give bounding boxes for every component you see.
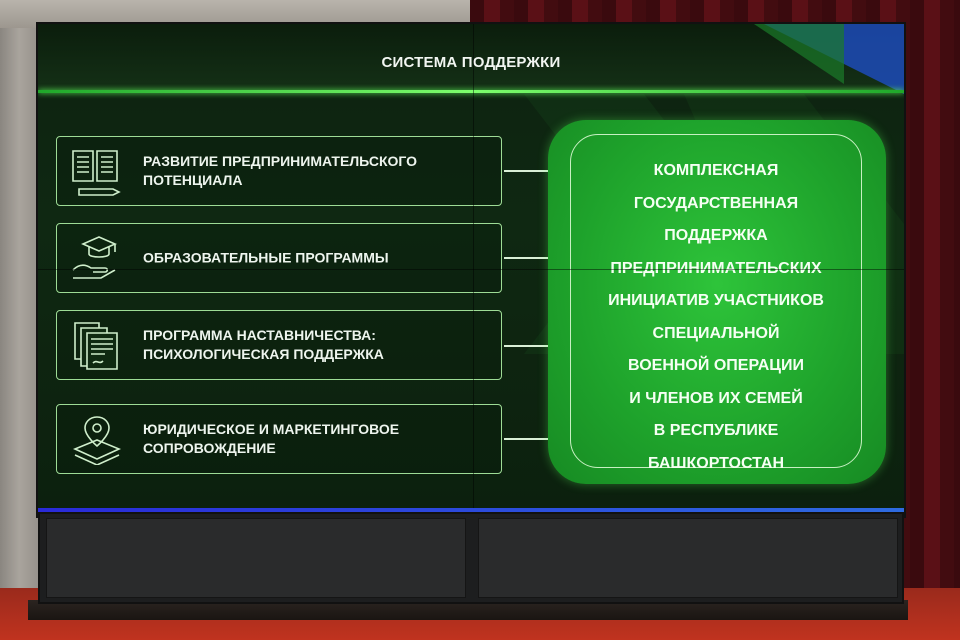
summary-line: СПЕЦИАЛЬНОЙ — [652, 324, 780, 342]
summary-line: ГОСУДАРСТВЕННАЯ — [633, 194, 799, 212]
summary-panel-border: КОМПЛЕКСНАЯ ГОСУДАРСТВЕННАЯ ПОДДЕРЖКА ПР… — [570, 134, 862, 472]
screen-stand — [28, 600, 908, 620]
video-wall-screen: СИСТЕМА ПОДДЕРЖКИ РАЗВИТИЕ ПРЕДПРИНИМАТЕ… — [38, 24, 904, 516]
summary-line: КОМПЛЕКСНАЯ — [653, 162, 779, 179]
book-pencil-icon — [72, 150, 121, 196]
summary-line: ИНИЦИАТИВ УЧАСТНИКОВ — [608, 292, 824, 309]
cabinet-panel-left — [46, 518, 466, 598]
list-item-mentorship: ПРОГРАММА НАСТАВНИЧЕСТВА: ПСИХОЛОГИЧЕСКА… — [56, 310, 502, 380]
slide-title: СИСТЕМА ПОДДЕРЖКИ — [381, 54, 561, 71]
summary-line: И ЧЛЕНОВ ИХ СЕМЕЙ — [629, 389, 803, 407]
item-label: ПРОГРАММА НАСТАВНИЧЕСТВА: ПСИХОЛОГИЧЕСКА… — [143, 326, 493, 364]
item-label: ЮРИДИЧЕСКОЕ И МАРКЕТИНГОВОЕ СОПРОВОЖДЕНИ… — [143, 420, 493, 458]
screen-blue-strip — [38, 508, 904, 512]
summary-line: БАШКОРТОСТАН — [647, 454, 785, 472]
item-label-line: ПРОГРАММА НАСТАВНИЧЕСТВА: — [143, 327, 376, 343]
screen-base-cabinet — [38, 512, 904, 604]
summary-line: В РЕСПУБЛИКЕ — [653, 422, 779, 439]
item-label-line: ОБРАЗОВАТЕЛЬНЫЕ ПРОГРАММЫ — [143, 249, 389, 266]
map-pin-icon — [72, 416, 122, 465]
documents-icon — [74, 322, 118, 370]
screen-seam-horizontal — [38, 269, 904, 270]
summary-line: ПОДДЕРЖКА — [664, 227, 768, 244]
summary-line: ПРЕДПРИНИМАТЕЛЬСКИХ — [610, 259, 822, 277]
item-label-line: ЮРИДИЧЕСКОЕ И МАРКЕТИНГОВОЕ — [143, 421, 400, 437]
header-glow-line — [38, 90, 904, 93]
screen-seam-vertical — [473, 24, 474, 516]
summary-line: ВОЕННОЙ ОПЕРАЦИИ — [628, 357, 804, 374]
item-label: ОБРАЗОВАТЕЛЬНЫЕ ПРОГРАММЫ — [143, 249, 493, 268]
item-label: РАЗВИТИЕ ПРЕДПРИНИМАТЕЛЬСКОГО ПОТЕНЦИАЛА — [143, 152, 493, 190]
item-label-line: ПСИХОЛОГИЧЕСКАЯ ПОДДЕРЖКА — [143, 346, 384, 362]
list-item-development: РАЗВИТИЕ ПРЕДПРИНИМАТЕЛЬСКОГО ПОТЕНЦИАЛА — [56, 136, 502, 206]
summary-text: КОМПЛЕКСНАЯ ГОСУДАРСТВЕННАЯ ПОДДЕРЖКА ПР… — [571, 155, 861, 480]
corner-green-accent — [754, 24, 844, 84]
graduation-hand-icon — [72, 236, 117, 279]
list-item-education: ОБРАЗОВАТЕЛЬНЫЕ ПРОГРАММЫ — [56, 223, 502, 293]
summary-panel: КОМПЛЕКСНАЯ ГОСУДАРСТВЕННАЯ ПОДДЕРЖКА ПР… — [548, 120, 886, 484]
item-label-line: ПОТЕНЦИАЛА — [143, 172, 243, 188]
item-label-line: СОПРОВОЖДЕНИЕ — [143, 440, 276, 456]
list-item-legal: ЮРИДИЧЕСКОЕ И МАРКЕТИНГОВОЕ СОПРОВОЖДЕНИ… — [56, 404, 502, 474]
item-label-line: РАЗВИТИЕ ПРЕДПРИНИМАТЕЛЬСКОГО — [143, 153, 418, 169]
cabinet-panel-right — [478, 518, 898, 598]
wall-top-background — [0, 0, 480, 28]
